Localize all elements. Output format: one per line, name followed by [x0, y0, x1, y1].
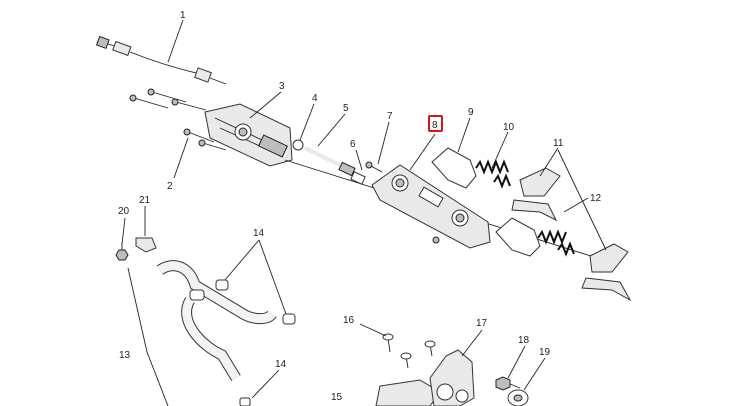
part-16-screws[interactable] [382, 333, 436, 369]
callout-4: 4 [312, 93, 318, 104]
part-14-hose-clamp[interactable] [189, 279, 296, 406]
callout-5: 5 [343, 103, 349, 114]
leader-lines [121, 19, 607, 406]
callout-1: 1 [180, 10, 186, 21]
part-1-cable[interactable] [95, 35, 227, 85]
callout-13: 13 [119, 350, 131, 361]
callout-16: 16 [343, 315, 355, 326]
part-4-washer[interactable] [292, 139, 304, 151]
part-13-hose[interactable] [156, 260, 277, 381]
part-18-nut[interactable] [495, 376, 521, 391]
callout-2: 2 [167, 181, 173, 192]
part-11-lever[interactable] [519, 167, 629, 273]
part-bolts-upper[interactable] [129, 88, 207, 111]
callout-18: 18 [518, 335, 530, 346]
part-9-gasket[interactable] [431, 147, 541, 257]
callout-15: 15 [331, 392, 343, 403]
callout-6: 6 [350, 139, 356, 150]
callout-3: 3 [279, 81, 285, 92]
callout-12: 12 [590, 193, 602, 204]
part-6-clip[interactable] [350, 171, 366, 185]
part-3-housing[interactable] [204, 103, 293, 167]
part-17-bracket[interactable] [429, 349, 475, 406]
part-20-bolt[interactable] [115, 242, 129, 261]
callout-8[interactable]: 8 [432, 120, 438, 131]
callout-17: 17 [476, 318, 488, 329]
callout-10: 10 [503, 122, 515, 133]
part-2-bolts[interactable] [183, 128, 227, 151]
part-19-pulley[interactable] [507, 389, 529, 406]
callout-20: 20 [118, 206, 130, 217]
part-8-lever-plate[interactable] [371, 164, 491, 249]
part-12-clamp[interactable] [511, 199, 632, 302]
callout-7: 7 [387, 111, 393, 122]
callout-21: 21 [139, 195, 151, 206]
callout-19: 19 [539, 347, 551, 358]
callout-labels: 1 2 3 4 5 6 7 8 9 10 11 12 13 14 14 15 1… [118, 10, 602, 403]
part-10-spring[interactable] [475, 159, 575, 257]
callout-9: 9 [468, 107, 474, 118]
callout-14-upper: 14 [253, 228, 265, 239]
part-7-screw[interactable] [365, 161, 383, 173]
callout-8-highlight-box [428, 115, 443, 132]
part-5-rod[interactable] [304, 146, 356, 177]
callout-14-lower: 14 [275, 359, 287, 370]
callout-11: 11 [553, 138, 564, 149]
part-21-clamp[interactable] [135, 237, 157, 253]
